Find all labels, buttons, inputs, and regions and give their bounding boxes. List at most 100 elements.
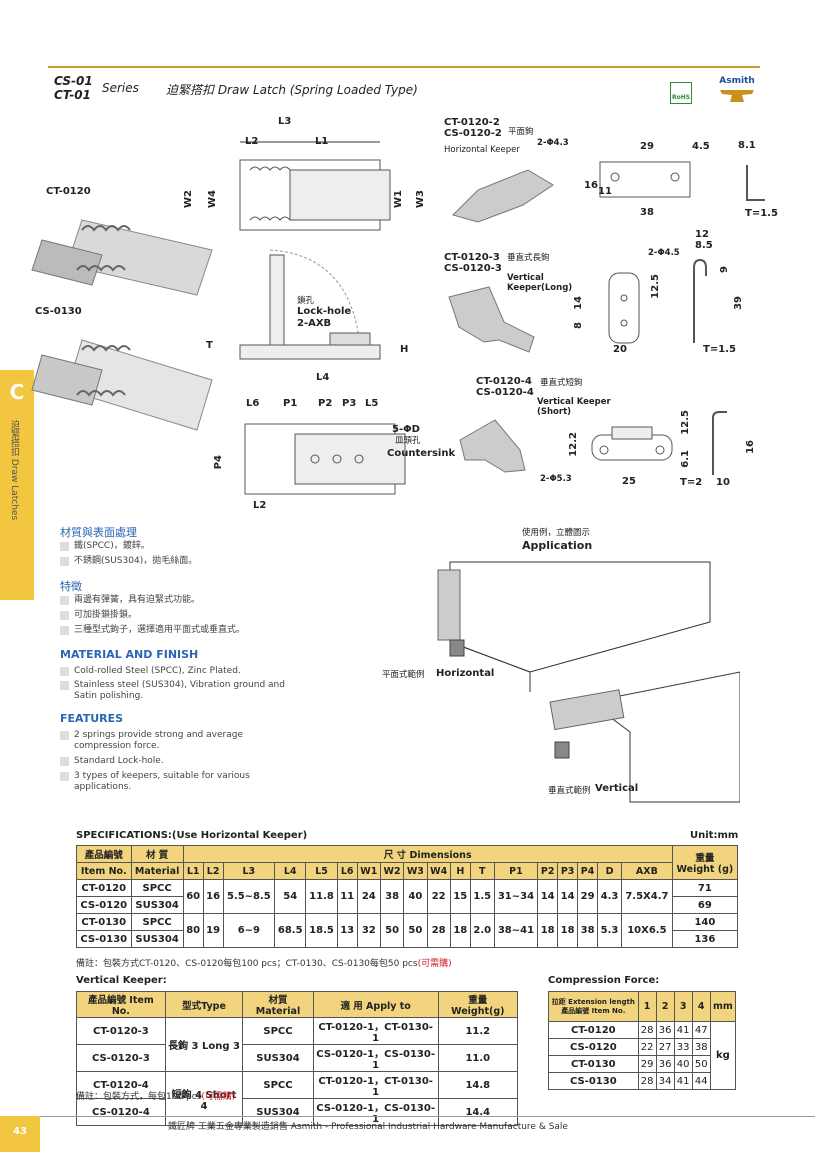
force-unit-kg: kg — [709, 1021, 737, 1090]
spec-dim: 1.5 — [469, 879, 495, 914]
force-val: 38 — [691, 1038, 711, 1056]
spec-dim: 18 — [537, 913, 559, 948]
spec-col-header: L6 — [336, 862, 358, 880]
features-zh-item: 三種型式鉤子，選擇適用平面式或垂直式。 — [60, 625, 320, 636]
keeper4-codes: CT-0120-4 CS-0120-4 — [476, 376, 534, 398]
keeper3-d20: 20 — [613, 344, 627, 355]
spec-dim: 5.3 — [597, 913, 622, 948]
spec-dim: 14 — [557, 879, 579, 914]
spec-dim: 16 — [202, 879, 224, 914]
keeper-material: SUS304 — [242, 1098, 314, 1126]
spec-material: SPCC — [130, 913, 184, 931]
keeper-note-red: (可需購) — [201, 1092, 236, 1102]
force-val: 40 — [673, 1055, 693, 1073]
dim-l3: L3 — [278, 116, 292, 127]
spec-weight: 140 — [671, 913, 739, 931]
spec-table-unit: Unit:mm — [690, 830, 739, 841]
material-en-item: Stainless steel (SUS304), Vibration grou… — [60, 680, 300, 702]
keeper4-d10: 10 — [716, 477, 730, 488]
keeper4-code1: CT-0120-4 — [476, 376, 532, 387]
spec-dim: 54 — [274, 879, 307, 914]
spec-dim: 6~9 — [222, 913, 276, 948]
keeper-h-item: 產品編號 Item No. — [76, 991, 166, 1018]
keeper4-d122: 12.2 — [568, 432, 579, 457]
keeper4-code2: CS-0120-4 — [476, 387, 534, 398]
ct0120-photo — [31, 219, 213, 296]
force-val: 50 — [691, 1055, 711, 1073]
spec-col-header: D — [597, 862, 622, 880]
force-val: 22 — [637, 1038, 657, 1056]
keeper-note: 備註：包裝方式，每包100 pcs(可需購) — [76, 1089, 235, 1102]
table-row: CS-0130 28 34 41 44 — [548, 1072, 736, 1090]
keeper-material: SUS304 — [242, 1044, 314, 1072]
spec-col-header: W4 — [426, 862, 451, 880]
side-tab-letter: C — [0, 380, 34, 410]
spec-dim: 38 — [379, 879, 405, 914]
table-row: CS-0120 22 27 33 38 — [548, 1038, 736, 1056]
spec-col-header: L3 — [222, 862, 276, 880]
keeper3-d39: 39 — [733, 296, 744, 310]
spec-dim: 19 — [202, 913, 224, 948]
keeper4-en1: Vertical Keeper — [537, 397, 611, 407]
keeper-item: CS-0120-4 — [76, 1098, 166, 1126]
side-tab-text: 迫緊搭扣 Draw Latches — [9, 420, 19, 521]
spec-dim: 68.5 — [274, 913, 307, 948]
ct0120-label: CT-0120 — [46, 186, 91, 197]
keeper3-photo — [448, 286, 535, 353]
force-item: CS-0130 — [548, 1072, 639, 1090]
force-col-header: 3 — [673, 991, 693, 1022]
force-item: CT-0120 — [548, 1021, 639, 1039]
footer-text: 鐵匠牌 工業五金專業製造銷售 Asmith - Professional Ind… — [168, 1122, 568, 1132]
spec-h-weight-en: Weight (g) — [676, 864, 734, 875]
keeper2-drawing — [599, 161, 691, 198]
application-heading: Application — [522, 539, 593, 552]
spec-dim: 50 — [403, 913, 428, 948]
dim-l2-bottom: L2 — [253, 500, 267, 511]
keeper3-d125: 12.5 — [650, 274, 661, 299]
spec-note-text: 備註：包裝方式CT-0120、CS-0120每包100 pcs；CT-0130、… — [76, 959, 418, 969]
keeper-material: SPCC — [242, 1017, 314, 1045]
spec-dim: 18 — [557, 913, 579, 948]
features-zh-heading: 特徵 — [60, 580, 82, 593]
keeper-apply: CT-0120-1，CT-0130-1 — [312, 1071, 439, 1099]
keeper2-d11: 11 — [598, 186, 612, 197]
keeper3-d8: 8 — [573, 322, 584, 329]
spec-col-header: P1 — [493, 862, 539, 880]
spec-dim: 24 — [356, 879, 381, 914]
force-item: CT-0130 — [548, 1055, 639, 1073]
spec-col-header: P3 — [557, 862, 579, 880]
spec-col-header: W3 — [403, 862, 428, 880]
keeper2-photo — [452, 169, 554, 223]
spec-h-mat-en: Material — [130, 862, 184, 880]
material-zh-item: 不銹鋼(SUS304)，拋毛絲面。 — [60, 556, 320, 567]
spec-dim: 28 — [426, 913, 451, 948]
spec-dim: 38~41 — [493, 913, 539, 948]
keeper3-d12: 12 — [695, 229, 709, 240]
keeper3-d9: 9 — [719, 266, 730, 273]
page-number: 43 — [0, 1116, 40, 1152]
keeper2-d38: 38 — [640, 207, 654, 218]
keeper-type: 長鉤 3 Long 3 — [164, 1017, 244, 1072]
spec-material: SUS304 — [130, 896, 184, 914]
keeper2-code1: CT-0120-2 — [444, 117, 500, 128]
keeper2-d16: 16 — [584, 180, 598, 191]
spec-dim: 11 — [336, 879, 358, 914]
brand-name: Asmith — [719, 76, 755, 86]
material-en-item: Cold-rolled Steel (SPCC), Zinc Plated. — [60, 666, 320, 677]
cs0130-label: CS-0130 — [35, 306, 82, 317]
keeper4-d25: 25 — [622, 476, 636, 487]
spec-dim: 32 — [356, 913, 381, 948]
series-header: CS-01 CT-01 Series 迫緊搭扣 Draw Latch (Spri… — [48, 66, 760, 108]
keeper-material: SPCC — [242, 1071, 314, 1099]
spec-col-header: L2 — [202, 862, 224, 880]
spec-dim: 29 — [577, 879, 599, 914]
force-val: 41 — [673, 1072, 693, 1090]
spec-col-header: P2 — [537, 862, 559, 880]
keeper-weight: 11.2 — [437, 1017, 519, 1045]
keeper2-codes: CT-0120-2 CS-0120-2 — [444, 117, 502, 139]
spec-h-mat-zh: 材 質 — [130, 845, 184, 863]
spec-weight: 136 — [671, 930, 739, 948]
side-tab: C 迫緊搭扣 Draw Latches — [0, 370, 34, 600]
